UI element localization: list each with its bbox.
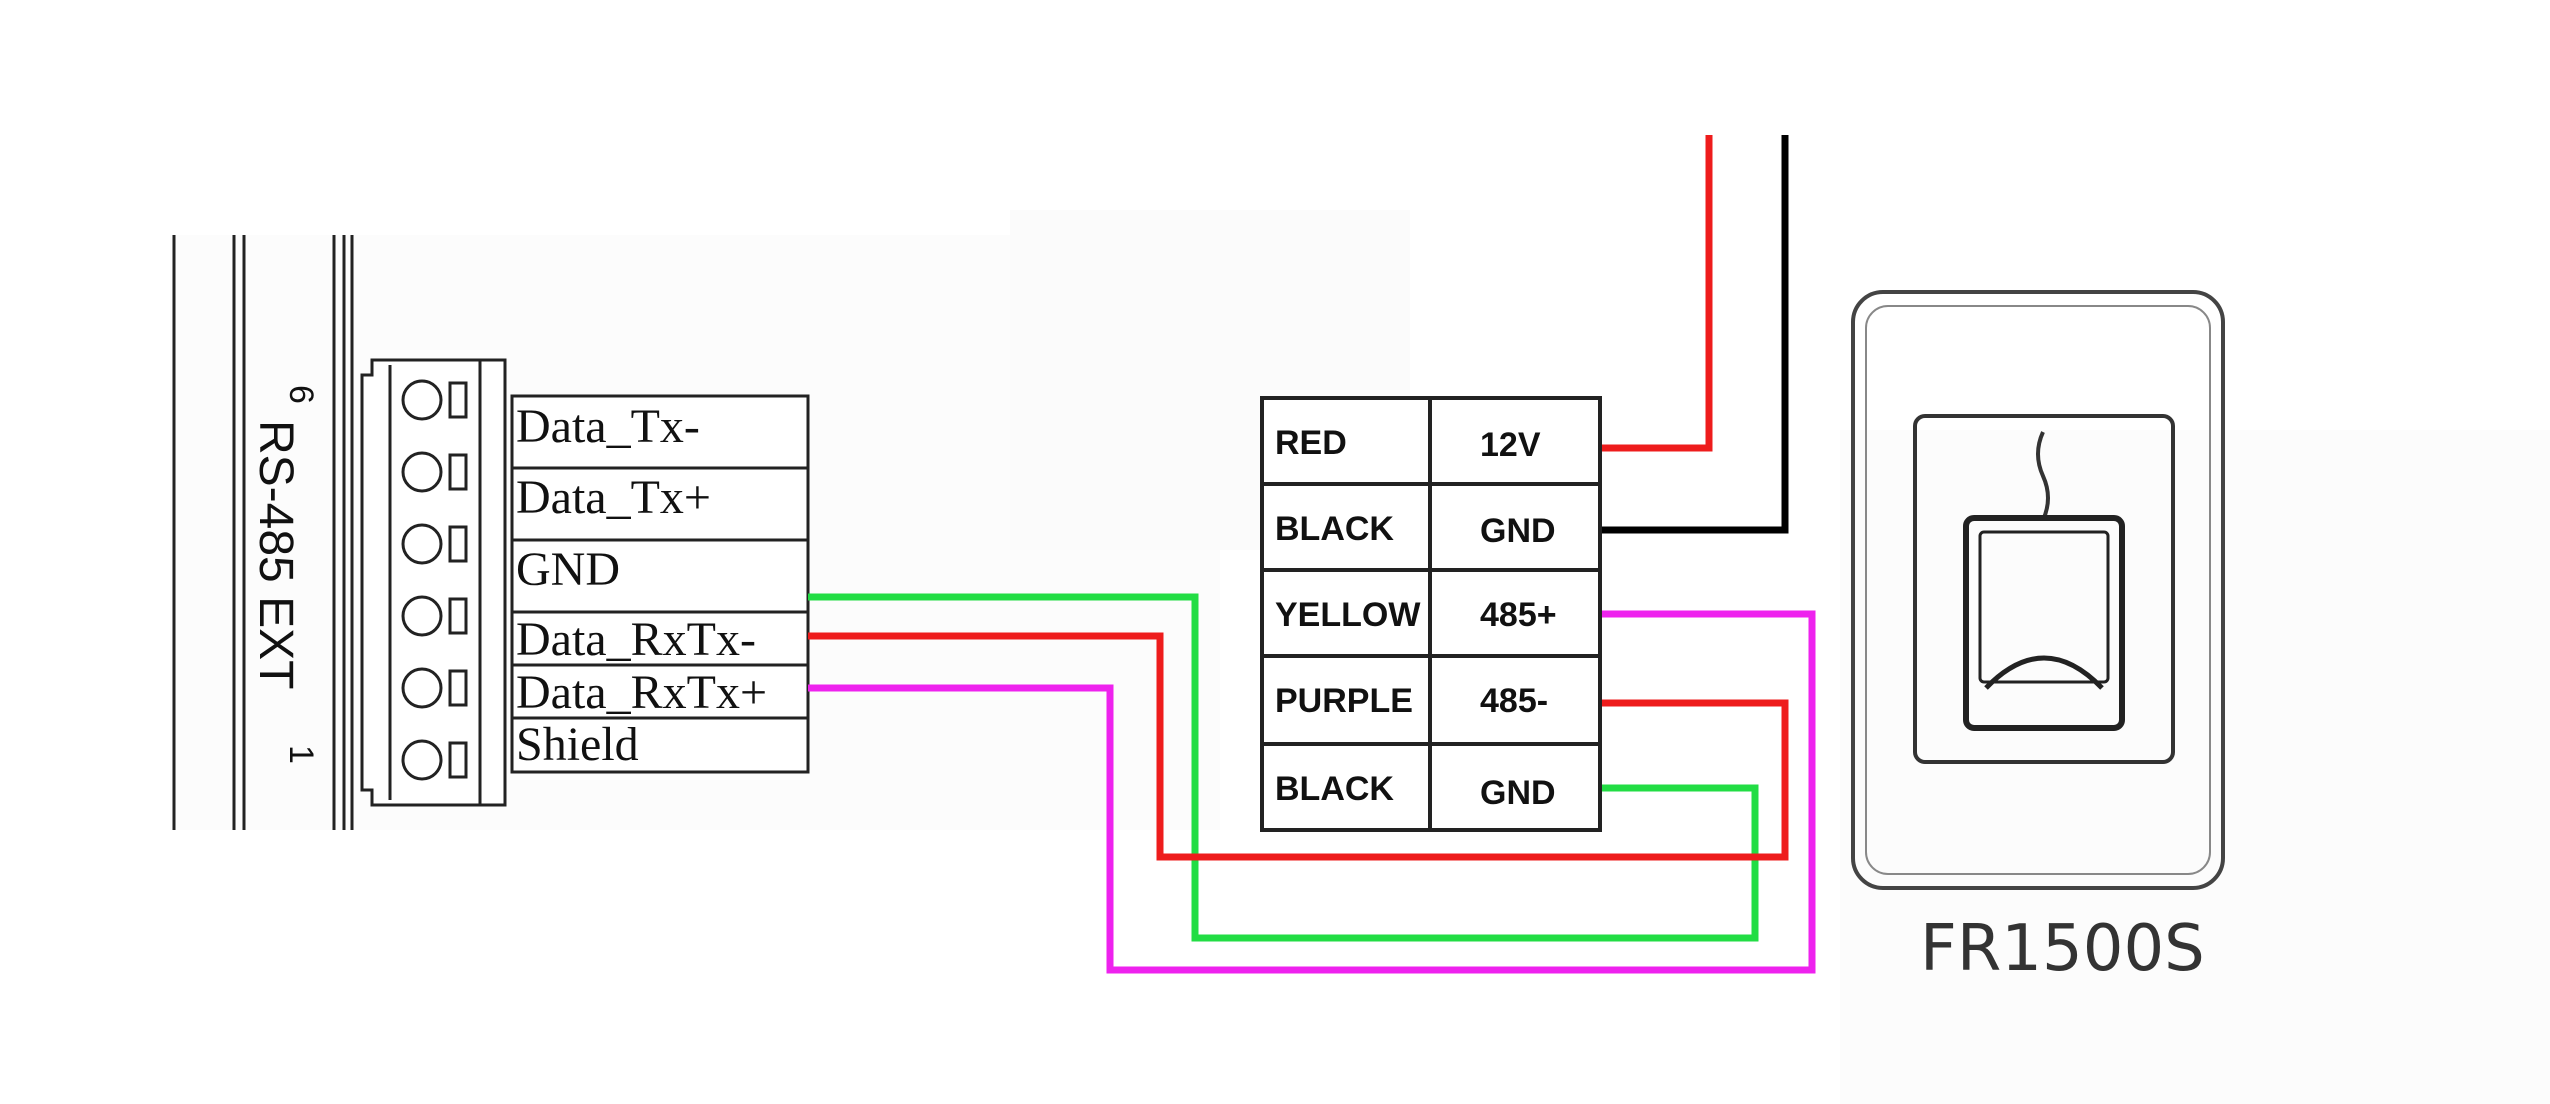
- wire-color-yellow: YELLOW: [1275, 596, 1421, 634]
- screw-terminal: [401, 739, 443, 781]
- wire-clamp: [448, 597, 468, 635]
- wire-magenta-485-plus: [808, 610, 1816, 974]
- device-model-label: FR1500S: [1920, 912, 2205, 986]
- fingerprint-reader-icon: [1851, 290, 2225, 890]
- wire-clamp: [448, 669, 468, 707]
- wire-signal-12v: 12V: [1480, 426, 1541, 464]
- controller-housing: [172, 235, 354, 830]
- connector-pin-high: 6: [282, 385, 320, 404]
- wire-clamp: [448, 525, 468, 563]
- pin-label-data-tx-plus: Data_Tx+: [516, 471, 711, 524]
- wire-signal-485-minus: 485-: [1480, 682, 1548, 720]
- wires: [808, 135, 1816, 974]
- screw-terminals: [401, 379, 468, 781]
- wire-green-gnd: [808, 593, 1759, 942]
- wire-black-gnd: [1600, 135, 1789, 534]
- screw-terminal: [401, 379, 443, 421]
- pin-label-data-tx-minus: Data_Tx-: [516, 400, 700, 453]
- wire-clamp: [448, 381, 468, 419]
- terminal-block: [360, 358, 507, 807]
- pin-label-shield: Shield: [516, 718, 639, 771]
- connector-pin-table: Data_Tx- Data_Tx+ GND Data_RxTx- Data_Rx…: [510, 394, 810, 774]
- pin-label-data-rxtx-minus: Data_RxTx-: [516, 613, 756, 666]
- wire-clamp: [448, 453, 468, 491]
- wire-red-12v: [1600, 135, 1713, 452]
- wire-red-485-minus: [808, 632, 1789, 861]
- wire-color-red: RED: [1275, 424, 1347, 462]
- connector-pin-low: 1: [282, 745, 320, 764]
- screw-terminal: [401, 451, 443, 493]
- connector-title: RS-485 EXT: [249, 420, 302, 689]
- reader-wire-table: RED 12V BLACK GND YELLOW 485+ PURPLE 485…: [1260, 396, 1602, 832]
- wire-color-black-2: BLACK: [1275, 770, 1394, 808]
- wire-color-black: BLACK: [1275, 510, 1394, 548]
- wire-signal-485-plus: 485+: [1480, 596, 1557, 634]
- wire-signal-gnd-2: GND: [1480, 774, 1556, 812]
- screw-terminal: [401, 667, 443, 709]
- wire-signal-gnd: GND: [1480, 512, 1556, 550]
- wire-clamp: [448, 741, 468, 779]
- screw-terminal: [401, 523, 443, 565]
- pin-label-data-rxtx-plus: Data_RxTx+: [516, 666, 767, 719]
- screw-terminal: [401, 595, 443, 637]
- pin-label-gnd: GND: [516, 543, 620, 596]
- wire-color-purple: PURPLE: [1275, 682, 1413, 720]
